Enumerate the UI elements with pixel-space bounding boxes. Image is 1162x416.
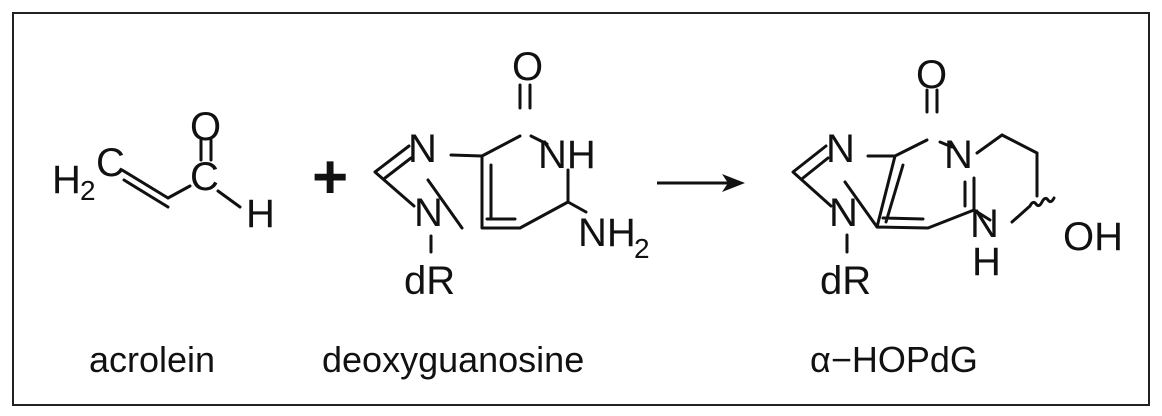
deoxyguanosine-structure: O N NH N NH 2 dR bbox=[373, 45, 650, 303]
product-n9: N bbox=[829, 191, 858, 235]
acrolein-h2-subscript: 2 bbox=[80, 175, 96, 206]
acrolein-h2: H bbox=[52, 158, 81, 202]
deoxyguanosine-dr: dR bbox=[404, 259, 455, 303]
product-amine-n: N bbox=[970, 202, 999, 246]
acrolein-oxygen: O bbox=[190, 105, 221, 149]
acrolein-carbonyl-carbon: C bbox=[190, 155, 219, 199]
product-dr: dR bbox=[820, 259, 871, 303]
deoxyguanosine-n9: N bbox=[414, 191, 443, 235]
product-oxygen: O bbox=[916, 53, 947, 97]
acrolein-hydrogen: H bbox=[246, 192, 275, 236]
product-hydroxyl: OH bbox=[1063, 215, 1123, 259]
product-imine-n: N bbox=[826, 127, 855, 171]
acrolein-structure: O H 2 C C H bbox=[52, 105, 275, 236]
product-caption: α−HOPdG bbox=[810, 339, 978, 380]
product-ring-n: N bbox=[944, 133, 973, 177]
product-amine-h: H bbox=[972, 240, 1001, 284]
deoxyguanosine-nh2-subscript: 2 bbox=[634, 233, 650, 264]
deoxyguanosine-imine-n: N bbox=[408, 127, 437, 171]
acrolein-caption: acrolein bbox=[89, 339, 215, 380]
acrolein-bonds bbox=[120, 138, 242, 209]
product-structure: O N N N N H OH dR bbox=[791, 53, 1123, 303]
deoxyguanosine-nh2: NH bbox=[578, 211, 636, 255]
product-bonds bbox=[791, 88, 1039, 254]
deoxyguanosine-bonds bbox=[373, 83, 588, 254]
right-arrow-icon bbox=[657, 174, 745, 192]
deoxyguanosine-caption: deoxyguanosine bbox=[322, 339, 584, 380]
deoxyguanosine-oxygen: O bbox=[512, 45, 543, 89]
acrolein-ch2-carbon: C bbox=[96, 141, 125, 185]
wavy-stereo-bond bbox=[1028, 196, 1056, 208]
deoxyguanosine-nh: NH bbox=[538, 133, 596, 177]
plus-sign: + bbox=[312, 143, 348, 212]
